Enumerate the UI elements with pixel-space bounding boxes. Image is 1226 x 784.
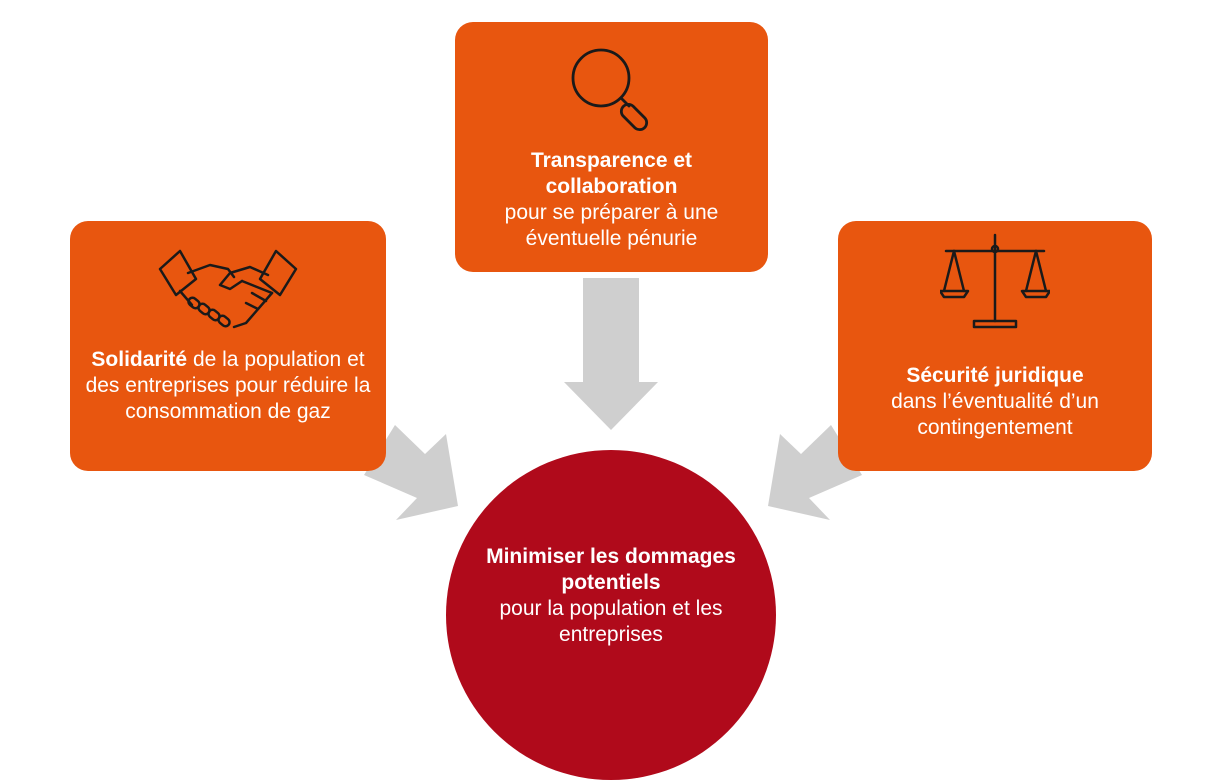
solidarity-text: de la population et des entreprises pour… bbox=[85, 348, 371, 423]
goal-title: Minimiser les dommages potentiels bbox=[486, 545, 736, 594]
legal-security-box: Sécurité juridique dans l’éventualité d’… bbox=[838, 221, 1152, 471]
goal-text: pour la population et les entreprises bbox=[499, 597, 723, 646]
legal-security-title: Sécurité juridique bbox=[906, 364, 1084, 387]
transparency-text: pour se préparer à une éventuelle pénuri… bbox=[504, 201, 719, 250]
transparency-box: Transparence et collaboration pour se pr… bbox=[455, 22, 768, 272]
handshake-icon bbox=[158, 249, 298, 329]
solidarity-title: Solidarité bbox=[91, 348, 188, 371]
arrow-down bbox=[564, 278, 658, 430]
transparency-title: Transparence et collaboration bbox=[530, 149, 693, 198]
scales-icon bbox=[940, 233, 1050, 329]
goal-circle: Minimiser les dommages potentiels pour l… bbox=[446, 450, 776, 780]
arrow-down-right bbox=[364, 425, 458, 520]
solidarity-box: Solidarité de la population et des entre… bbox=[70, 221, 386, 471]
magnifier-icon bbox=[571, 48, 648, 132]
legal-security-text: dans l’éventualité d’un contingentement bbox=[891, 390, 1099, 439]
